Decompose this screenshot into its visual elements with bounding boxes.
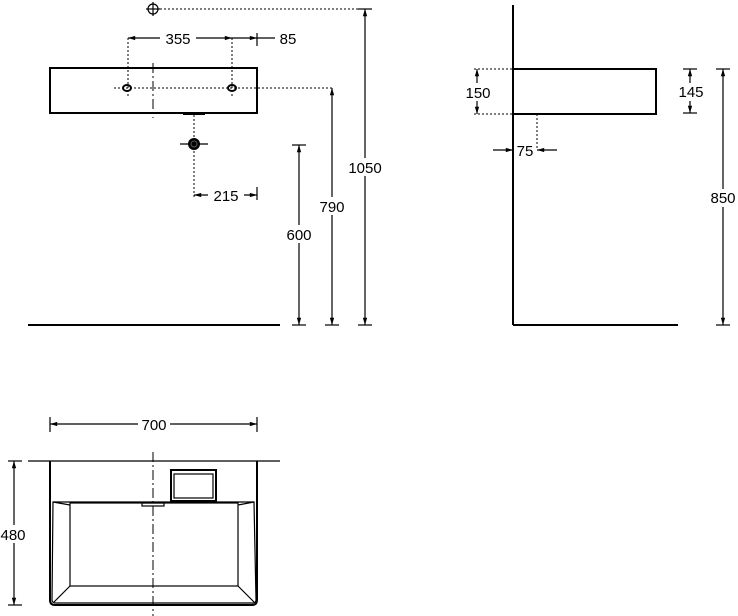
front-view: 355 85 215 600 790 1050 bbox=[28, 2, 384, 326]
dim-width: 700 bbox=[141, 417, 166, 434]
tap-hole bbox=[122, 84, 132, 92]
dim-hole-spacing: 355 bbox=[165, 31, 190, 48]
overflow-box bbox=[170, 469, 217, 502]
reference-symbol-icon bbox=[146, 2, 160, 16]
dim-drain-offset: 215 bbox=[213, 188, 238, 205]
dim-drain-height: 600 bbox=[286, 227, 311, 244]
side-view: 150 145 850 75 bbox=[463, 5, 738, 326]
dim-drain-depth: 75 bbox=[517, 143, 534, 160]
dim-hole-edge: 85 bbox=[280, 31, 297, 48]
dim-depth: 480 bbox=[0, 527, 25, 544]
dim-rim-height: 850 bbox=[710, 190, 735, 207]
basin-side-outline bbox=[512, 68, 657, 115]
drain-outlet bbox=[188, 138, 200, 150]
top-view: 700 480 bbox=[0, 415, 280, 616]
dim-hole-height: 790 bbox=[319, 199, 344, 216]
dim-overall-height: 150 bbox=[465, 85, 490, 102]
dim-side-height: 145 bbox=[678, 84, 703, 101]
basin-bowl bbox=[69, 502, 239, 587]
dim-total-height: 1050 bbox=[348, 160, 381, 177]
